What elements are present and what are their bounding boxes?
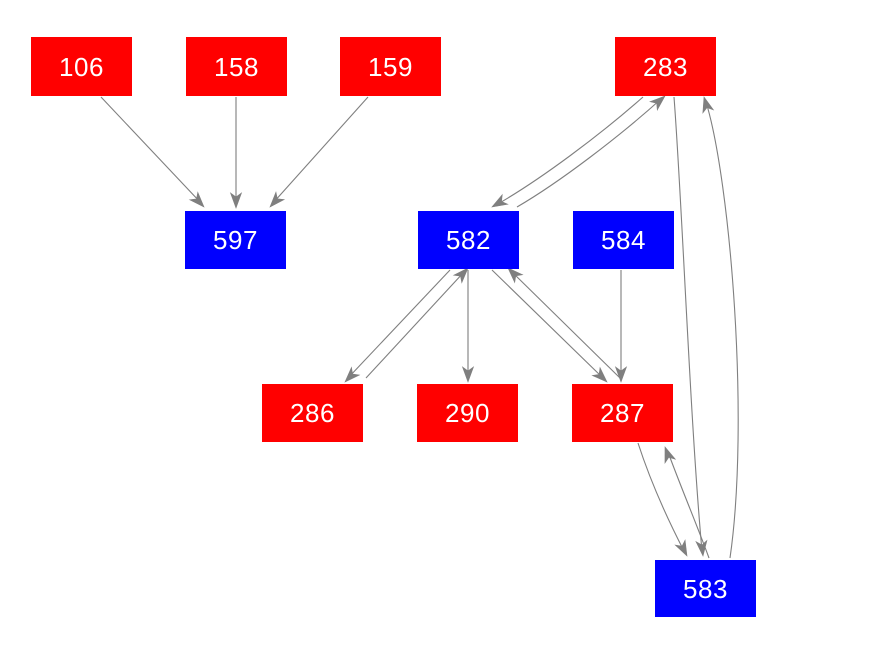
graph-node-label: 597 [213,225,258,255]
edge-106-to-597 [100,96,205,208]
graph-node-283[interactable]: 283 [615,37,716,96]
edge-286-to-582 [365,267,469,379]
arrow-head-icon [491,193,509,208]
arrow-head-icon [674,539,688,557]
graph-node-290[interactable]: 290 [417,384,518,442]
graph-node-106[interactable]: 106 [31,37,132,96]
edge-line [272,96,369,204]
edge-582-to-286 [344,269,451,383]
graph-node-158[interactable]: 158 [186,37,287,96]
edge-582-to-287 [491,269,608,383]
arrow-head-icon [188,191,205,208]
graph-node-label: 159 [368,51,413,82]
edge-283-to-583 [673,96,708,557]
edge-159-to-597 [269,96,369,208]
arrow-head-icon [614,366,628,383]
arrow-head-icon [664,446,677,464]
graph-node-label: 158 [214,51,259,82]
edge-line [495,96,644,206]
edge-line [365,271,465,379]
edge-287-to-582 [507,267,621,379]
arrow-head-icon [229,192,243,209]
edge-line [347,269,451,379]
edge-283-to-582 [491,96,644,208]
arrow-head-icon [344,366,361,383]
arrow-head-icon [695,539,708,557]
graph-node-label: 283 [643,51,688,82]
edge-line [100,96,202,204]
graph-node-label: 584 [601,225,646,255]
arrow-head-icon [269,191,286,208]
edge-158-to-597 [229,97,243,209]
graph-node-286[interactable]: 286 [262,384,363,442]
graph-node-159[interactable]: 159 [340,37,441,96]
graph-node-583[interactable]: 583 [655,560,756,617]
arrow-head-icon [702,96,715,114]
graph-node-label: 290 [445,398,490,428]
graph-node-287[interactable]: 287 [572,384,673,442]
arrow-head-icon [507,267,524,284]
graph-node-label: 287 [600,398,645,428]
arrow-head-icon [649,95,666,112]
edge-582-to-290 [461,270,475,383]
graph-node-582[interactable]: 582 [418,211,519,269]
edge-line [673,96,703,552]
arrow-head-icon [591,366,608,383]
graph-node-label: 106 [59,51,104,82]
edge-584-to-287 [614,270,628,383]
edge-287-to-583 [637,442,688,557]
arrow-head-icon [452,267,469,284]
edge-line [705,101,739,559]
edge-line [637,442,685,552]
edge-582-to-283 [516,95,666,208]
graph-node-597[interactable]: 597 [185,211,286,269]
edge-line [516,98,662,208]
graph-node-label: 583 [683,573,728,604]
edge-line [491,269,604,379]
edge-line [667,451,710,559]
graph-node-label: 582 [446,225,491,255]
edge-583-to-283 [702,96,739,559]
graph-node-584[interactable]: 584 [573,211,674,269]
edge-line [511,271,621,379]
arrow-head-icon [461,366,475,383]
graph-node-label: 286 [290,398,335,428]
